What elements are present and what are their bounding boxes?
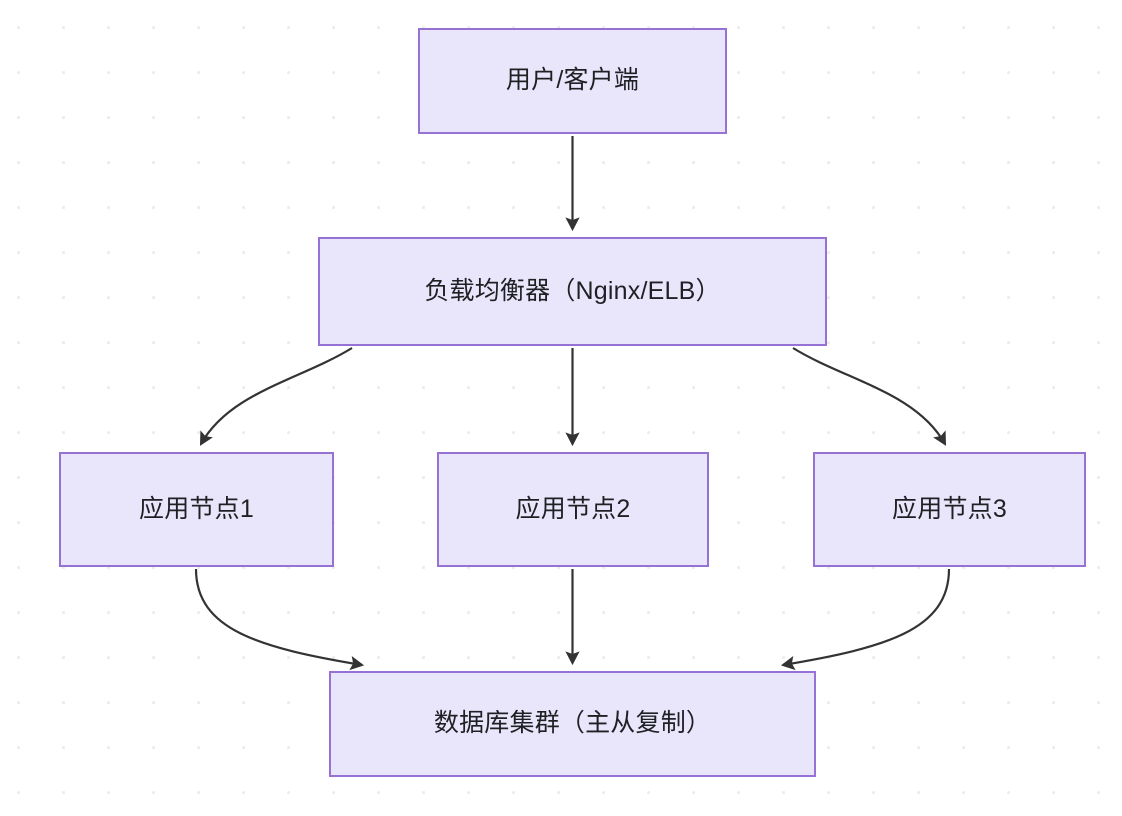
edge-lb-to-app3 — [792, 347, 947, 446]
node-app-node-2[interactable]: 应用节点2 — [437, 452, 709, 567]
node-app-node-3-label: 应用节点3 — [892, 494, 1007, 523]
node-app-node-3[interactable]: 应用节点3 — [813, 452, 1086, 567]
node-client[interactable]: 用户/客户端 — [418, 28, 727, 134]
edge-lb-to-app1 — [199, 347, 353, 446]
node-app-node-1[interactable]: 应用节点1 — [59, 452, 334, 567]
edge-app3-to-db — [780, 568, 951, 671]
node-app-node-1-label: 应用节点1 — [139, 494, 254, 523]
node-database-cluster[interactable]: 数据库集群（主从复制） — [329, 671, 816, 777]
node-client-label: 用户/客户端 — [505, 66, 640, 95]
node-database-cluster-label: 数据库集群（主从复制） — [433, 709, 712, 738]
node-load-balancer[interactable]: 负载均衡器（Nginx/ELB） — [318, 237, 827, 346]
edge-app1-to-db — [194, 568, 365, 671]
node-app-node-2-label: 应用节点2 — [515, 494, 631, 523]
node-load-balancer-label: 负载均衡器（Nginx/ELB） — [424, 276, 721, 305]
